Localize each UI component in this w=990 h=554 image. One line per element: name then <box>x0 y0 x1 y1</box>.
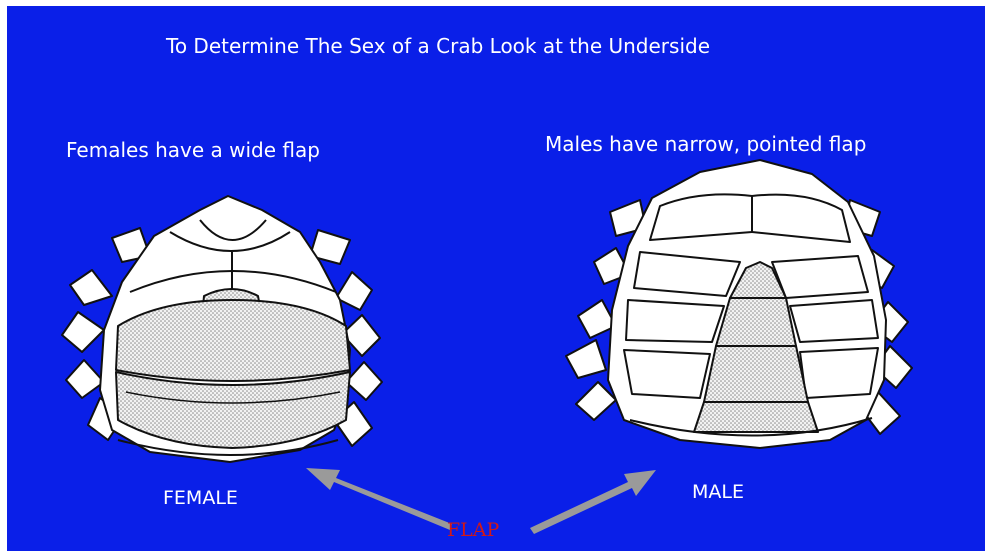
flap-label: FLAP <box>447 519 499 541</box>
left-arrow-icon <box>306 468 452 530</box>
male-crab-underside <box>566 160 912 448</box>
male-label: MALE <box>692 481 744 503</box>
female-label: FEMALE <box>163 487 238 509</box>
female-crab-underside <box>62 196 382 462</box>
right-arrow-icon <box>530 470 656 534</box>
